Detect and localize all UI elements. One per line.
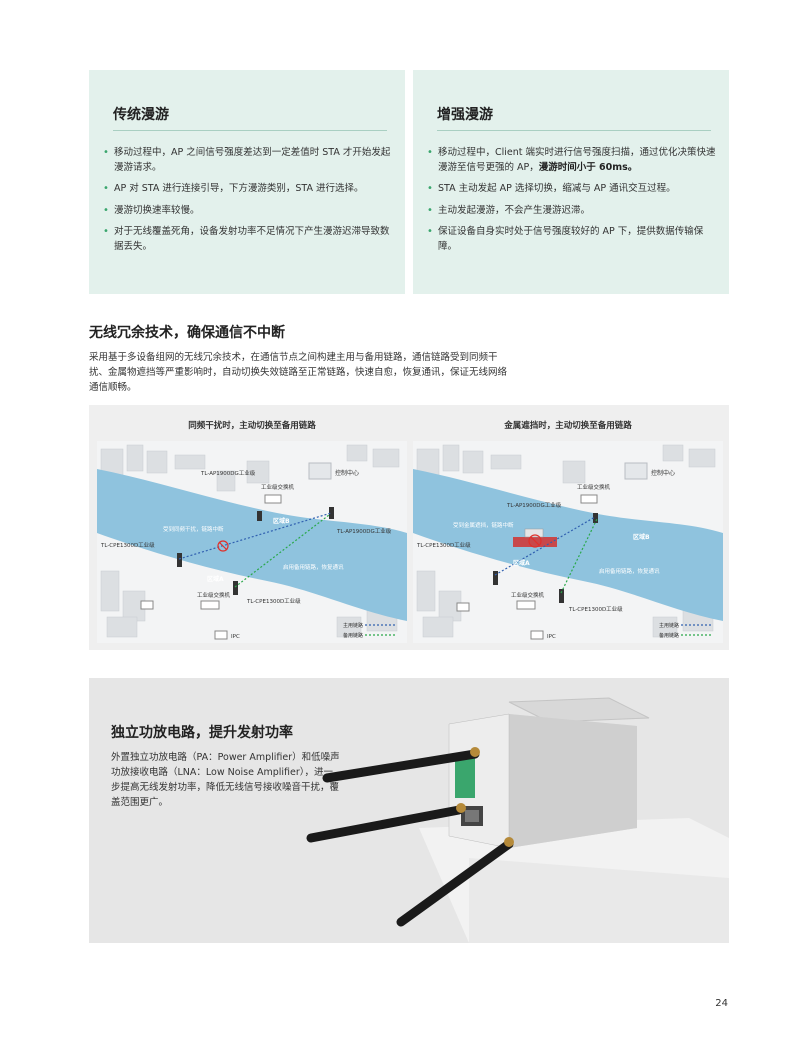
bullet-icon: • xyxy=(103,147,109,158)
list-item: •主动发起漫游，不会产生漫游迟滞。 xyxy=(427,204,717,219)
list-item: •AP 对 STA 进行连接引导，下方漫游类别，STA 进行选择。 xyxy=(103,182,393,197)
product-image xyxy=(89,678,729,943)
product-title: 独立功放电路，提升发射功率 xyxy=(111,725,293,741)
network-diagram: 控制中心 工业级交换机 TL-AP1900DG工业级 TL-CPE1300D工业… xyxy=(413,441,723,643)
list-item: •移动过程中，AP 之间信号强度差达到一定差值时 STA 才开始发起漫游请求。 xyxy=(103,147,391,173)
label-metal: 受到金属遮挡，链路中断 xyxy=(453,521,514,529)
legend-main: 主用链路 xyxy=(659,622,679,629)
card-title: 增强漫游 xyxy=(437,107,493,123)
diagram-caption: 同频干扰时，主动切换至备用链路 xyxy=(188,421,316,431)
label-switch-top: 工业级交换机 xyxy=(261,483,295,491)
traditional-roaming-card: 传统漫游 •移动过程中，AP 之间信号强度差达到一定差值时 STA 才开始发起漫… xyxy=(89,70,405,294)
legend-backup: 备用链路 xyxy=(659,632,679,639)
label-backup-msg: 启用备用链路，恢复通讯 xyxy=(283,563,344,571)
legend-backup: 备用链路 xyxy=(343,632,363,639)
diagram-interference: 同频干扰时，主动切换至备用链路 控制中心 工业级交换机 TL-AP1900DG工… xyxy=(97,419,407,643)
legend-main: 主用链路 xyxy=(343,622,363,629)
label-interference: 受到同频干扰，链路中断 xyxy=(163,525,224,533)
label-ap-top: TL-AP1900DG工业级 xyxy=(506,501,562,509)
product-text: 外置独立功放电路（PA：Power Amplifier）和低噪声功放接收电路（L… xyxy=(111,752,340,808)
bullet-icon: • xyxy=(103,204,109,216)
divider xyxy=(437,130,711,131)
bullet-icon: • xyxy=(427,226,433,237)
label-ipc: IPC xyxy=(547,634,556,640)
list-item: •保证设备自身实时处于信号强度较好的 AP 下，提供数据传输保障。 xyxy=(427,226,704,252)
label-ap-right: TL-AP1900DG工业级 xyxy=(336,527,392,535)
label-ipc: IPC xyxy=(231,634,240,640)
bullet-list: •移动过程中，Client 端实时进行信号强度扫描，通过优化决策快速漫游至信号更… xyxy=(427,146,717,261)
card-title: 传统漫游 xyxy=(113,107,169,123)
section-title: 无线冗余技术，确保通信不中断 xyxy=(89,325,285,341)
product-section: 独立功放电路，提升发射功率 外置独立功放电路（PA：Power Amplifie… xyxy=(89,678,729,943)
section-text: 采用基于多设备组网的无线冗余技术，在通信节点之间构建主用与备用链路，通信链路受到… xyxy=(89,352,508,393)
label-ap-top: TL-AP1900DG工业级 xyxy=(200,469,256,477)
label-switch-bottom: 工业级交换机 xyxy=(511,591,545,599)
bullet-icon: • xyxy=(103,226,109,237)
label-backup-msg: 启用备用链路，恢复通讯 xyxy=(599,567,660,575)
label-switch-bottom: 工业级交换机 xyxy=(197,591,231,599)
label-switch-top: 工业级交换机 xyxy=(577,483,611,491)
label-control: 控制中心 xyxy=(651,469,675,477)
list-item: •对于无线覆盖死角，设备发射功率不足情况下产生漫游迟滞导致数据丢失。 xyxy=(103,226,390,252)
label-cpe-bottom: TL-CPE1300D工业级 xyxy=(568,605,623,613)
bullet-icon: • xyxy=(427,204,433,216)
page-number: 24 xyxy=(715,998,728,1009)
list-item: •移动过程中，Client 端实时进行信号强度扫描，通过优化决策快速漫游至信号更… xyxy=(427,147,716,173)
divider xyxy=(113,130,387,131)
bullet-icon: • xyxy=(103,183,109,194)
label-zone-b: 区域B xyxy=(273,517,290,525)
list-item: •漫游切换速率较慢。 xyxy=(103,204,393,219)
network-diagram: 控制中心 工业级交换机 TL-AP1900DG工业级 TL-AP1900DG工业… xyxy=(97,441,407,643)
label-cpe-left: TL-CPE1300D工业级 xyxy=(100,541,155,549)
label-zone-a: 区域A xyxy=(513,559,530,567)
label-zone-b: 区域B xyxy=(633,533,650,541)
redundancy-diagrams: 同频干扰时，主动切换至备用链路 控制中心 工业级交换机 TL-AP1900DG工… xyxy=(89,405,729,650)
bullet-list: •移动过程中，AP 之间信号强度差达到一定差值时 STA 才开始发起漫游请求。 … xyxy=(103,146,393,261)
label-cpe-bottom: TL-CPE1300D工业级 xyxy=(246,597,301,605)
bullet-icon: • xyxy=(427,183,433,194)
label-control: 控制中心 xyxy=(335,469,359,477)
list-item: •STA 主动发起 AP 选择切换，缩减与 AP 通讯交互过程。 xyxy=(427,182,717,197)
label-cpe-left: TL-CPE1300D工业级 xyxy=(416,541,471,549)
diagram-caption: 金属遮挡时，主动切换至备用链路 xyxy=(504,421,632,431)
label-zone-a: 区域A xyxy=(207,575,224,583)
bullet-icon: • xyxy=(427,147,433,158)
enhanced-roaming-card: 增强漫游 •移动过程中，Client 端实时进行信号强度扫描，通过优化决策快速漫… xyxy=(413,70,729,294)
diagram-metal-obstruction: 金属遮挡时，主动切换至备用链路 控制中心 工业级交换机 TL-AP1900DG工… xyxy=(413,419,723,643)
